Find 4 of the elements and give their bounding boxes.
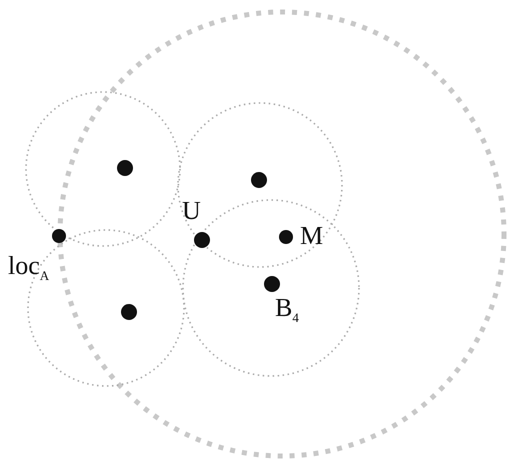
point-label: U xyxy=(182,198,201,224)
point-label: B$_{4}$ xyxy=(275,295,299,324)
point-label: loc$_{A}$ xyxy=(8,253,50,282)
point-label: M xyxy=(300,223,324,249)
